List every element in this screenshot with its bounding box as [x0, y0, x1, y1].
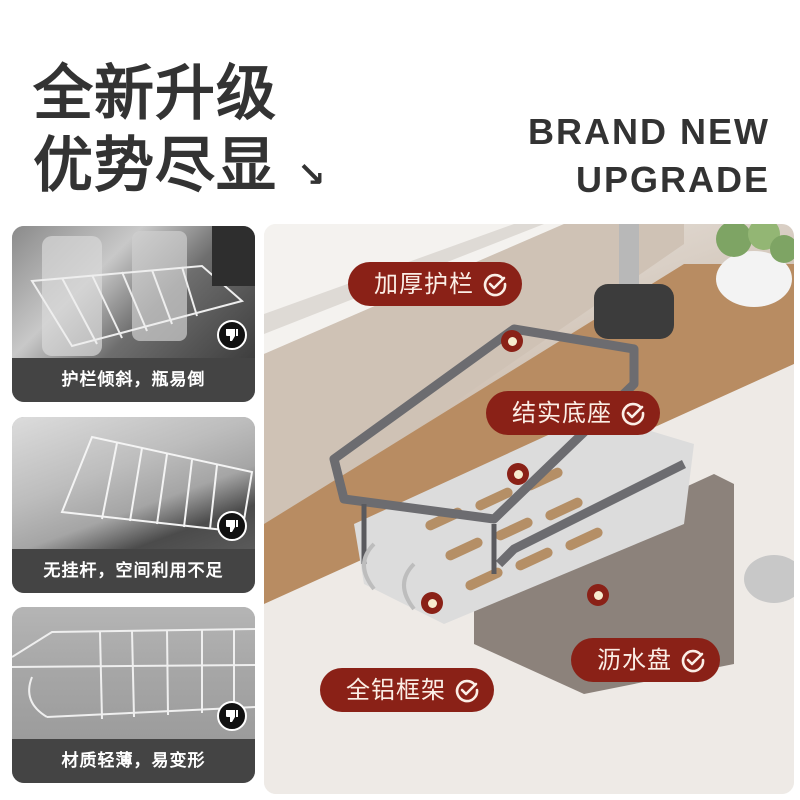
- comparison-card-thin-material: 材质轻薄，易变形: [12, 607, 255, 783]
- feature-tag-label: 沥水盘: [597, 646, 672, 674]
- headline-line-2-text: 优势尽显: [33, 131, 277, 201]
- hotspot-frame: [421, 592, 443, 614]
- feature-tag-thick-rail: 加厚护栏: [348, 262, 522, 306]
- check-circle-icon: [483, 273, 507, 297]
- feature-tag-sturdy-base: 结实底座: [486, 391, 660, 435]
- check-circle-icon: [681, 649, 705, 673]
- feature-tag-label: 加厚护栏: [374, 270, 474, 298]
- headline-line-1: 全新升级: [33, 59, 277, 129]
- thumbs-down-icon: [217, 320, 247, 350]
- product-hero-image: 加厚护栏 结实底座 沥水盘 全铝框架: [264, 224, 794, 794]
- arrow-down-right-icon: ↘: [297, 155, 327, 195]
- check-circle-icon: [455, 679, 479, 703]
- headline: 全新升级 优势尽显 ↘: [33, 58, 327, 211]
- hotspot-tray: [587, 584, 609, 606]
- thumbs-down-icon: [217, 701, 247, 731]
- feature-tag-label: 结实底座: [512, 399, 612, 427]
- feature-tag-aluminium-frame: 全铝框架: [320, 668, 494, 712]
- comparison-card-tilted-rail: 护栏倾斜，瓶易倒: [12, 226, 255, 402]
- headline-line-2: 优势尽显 ↘: [33, 130, 327, 211]
- feature-tag-drain-tray: 沥水盘: [571, 638, 720, 682]
- hotspot-rail: [501, 330, 523, 352]
- check-circle-icon: [621, 402, 645, 426]
- card-caption: 护栏倾斜，瓶易倒: [12, 358, 255, 402]
- thumbs-down-icon: [217, 511, 247, 541]
- comparison-card-no-hanging-rod: 无挂杆，空间利用不足: [12, 417, 255, 593]
- competitor-photo: [12, 226, 255, 358]
- card-caption: 材质轻薄，易变形: [12, 739, 255, 783]
- competitor-photo: [12, 607, 255, 739]
- competitor-photo: [12, 417, 255, 549]
- english-title-line-2: UPGRADE: [575, 159, 770, 200]
- feature-tag-label: 全铝框架: [346, 676, 446, 704]
- card-caption: 无挂杆，空间利用不足: [12, 549, 255, 593]
- english-title-line-1: BRAND NEW: [528, 111, 770, 152]
- english-title: BRAND NEW UPGRADE: [528, 108, 770, 204]
- hotspot-base: [507, 463, 529, 485]
